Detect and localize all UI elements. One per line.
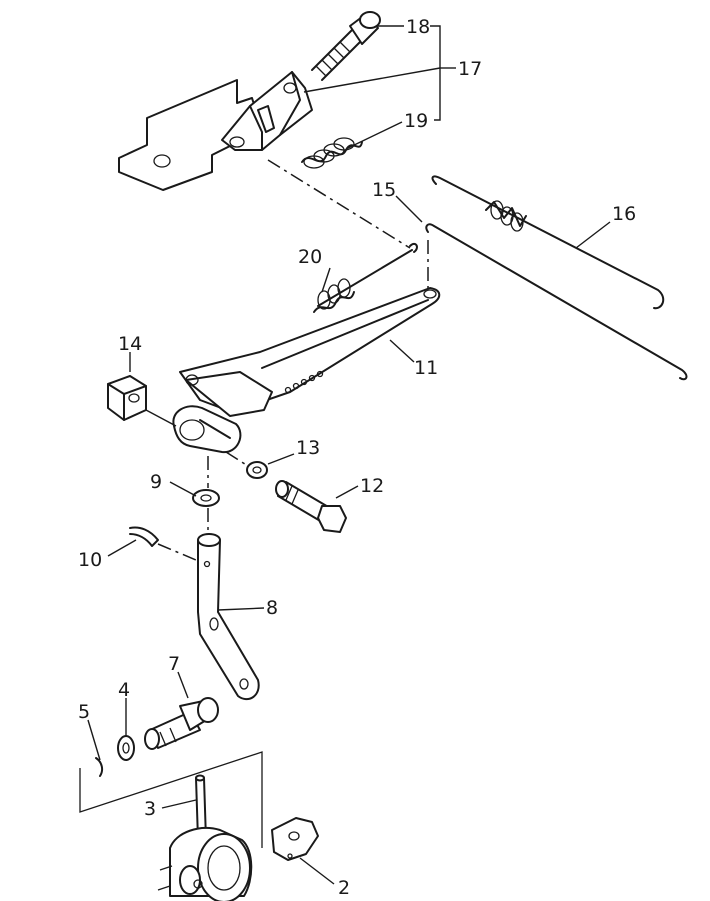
bracket-plate [118, 79, 263, 191]
spring-part-20 [313, 242, 418, 313]
bolt-part-18 [311, 11, 381, 81]
callout-12: 12 [360, 475, 384, 497]
callout-5: 5 [78, 701, 90, 723]
callout-17: 17 [458, 58, 482, 80]
callout-11: 11 [414, 357, 438, 379]
callout-13: 13 [296, 437, 320, 459]
callout-10: 10 [78, 549, 102, 571]
clip-part-5 [95, 757, 104, 777]
callout-20: 20 [298, 246, 322, 268]
leader-lines [87, 25, 611, 885]
washer-part-13 [225, 451, 268, 479]
rod-part-15 [425, 223, 688, 381]
washer-part-9 [192, 456, 220, 530]
callout-8: 8 [266, 597, 278, 619]
spring-part-19 [301, 137, 363, 169]
pivot-hub [172, 405, 242, 454]
callout-labels: 18 17 19 15 16 20 11 14 13 12 9 10 8 7 4… [78, 16, 636, 899]
hinge-bracket-part-17 [221, 71, 313, 151]
washer-part-4 [117, 735, 135, 761]
plunger-part-7 [144, 697, 219, 750]
callout-15: 15 [372, 179, 396, 201]
callout-16: 16 [612, 203, 636, 225]
callout-4: 4 [118, 679, 130, 701]
block-nut-part-14 [107, 375, 177, 427]
callout-18: 18 [406, 16, 430, 38]
callout-14: 14 [118, 333, 142, 355]
group-bracket-lines [79, 751, 263, 848]
spring-wire-part-16 [431, 175, 665, 310]
callout-3: 3 [144, 798, 156, 820]
callout-2: 2 [338, 877, 350, 899]
shoulder-bolt-part-12 [275, 480, 347, 533]
callout-7: 7 [168, 653, 180, 675]
assembly-line-upper [267, 159, 411, 249]
shaft-lever-part-8 [197, 533, 260, 701]
callout-19: 19 [404, 110, 428, 132]
lever-arm-part-11 [179, 287, 441, 417]
clip-part-10 [129, 526, 197, 561]
callout-9: 9 [150, 471, 162, 493]
cam-hub-assembly [157, 827, 253, 901]
bracket-part-2 [271, 817, 319, 861]
